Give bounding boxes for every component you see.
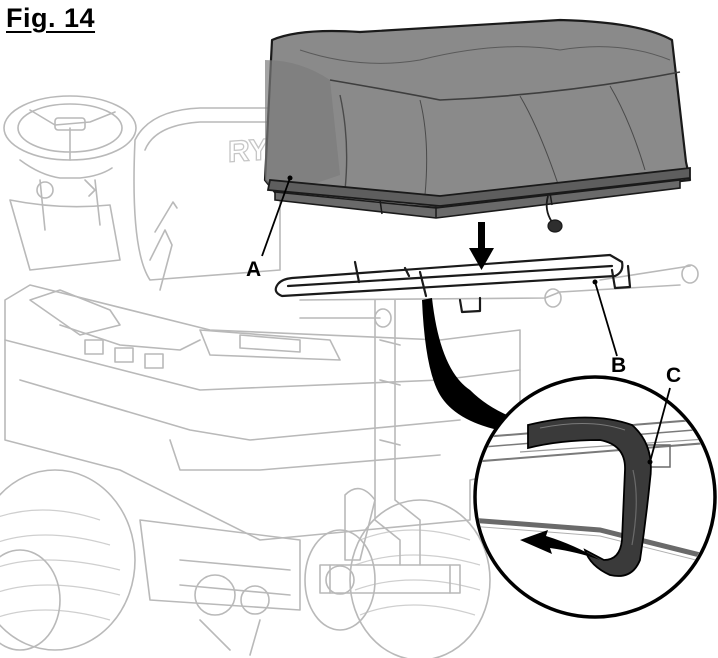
- leader-line-b: [594, 281, 618, 357]
- seat: [133, 107, 281, 281]
- rear-tire-left: [0, 469, 136, 651]
- callout-c-label: C: [666, 364, 682, 387]
- detail-circle: [473, 375, 717, 619]
- cargo-rack: [274, 253, 632, 314]
- figure-title: Fig. 14: [6, 3, 96, 33]
- rear-body: [4, 284, 521, 541]
- curved-arrow-icon: [422, 298, 525, 430]
- leader-line-c: [649, 387, 671, 463]
- leader-line-a: [261, 177, 291, 257]
- rear-tire-right: [349, 499, 491, 658]
- callout-b-label: B: [611, 354, 627, 377]
- cargo-cover: [263, 18, 692, 233]
- drawstring-toggle: [547, 219, 563, 233]
- rotate-arrow-icon: [520, 530, 600, 560]
- callout-a-label: A: [246, 258, 262, 281]
- down-arrow-icon: [469, 222, 494, 270]
- strap: [527, 416, 652, 577]
- rack-support-post: [374, 299, 401, 566]
